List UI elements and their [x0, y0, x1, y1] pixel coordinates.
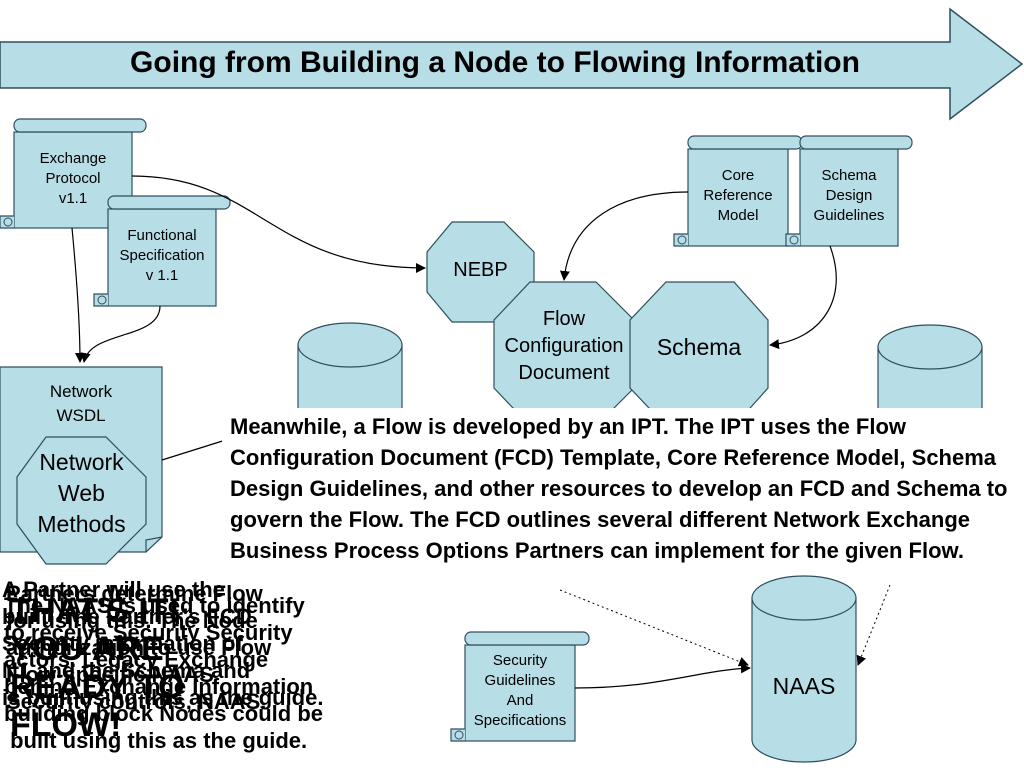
- security-guidelines-scroll: [450, 631, 590, 742]
- overlap-text-layer-2: Partners determine Flow for using this. …: [6, 581, 272, 714]
- connector-dotted-right: [856, 584, 891, 666]
- exchange-protocol-label: Exchange Protocol v1.1: [39, 150, 107, 207]
- banner-title: Going from Building a Node to Flowing In…: [130, 46, 860, 79]
- functional-spec-label: Functional Specification v 1.1: [119, 227, 205, 284]
- network-wsdl-label: Network WSDL: [49, 382, 113, 425]
- core-reference-model-scroll: [673, 135, 803, 247]
- overlap-text-layer-4: THAT'S IT! YOU ARE READY TO FLOW!: [10, 592, 185, 744]
- fcd-label: Flow Configuration Document: [504, 308, 624, 384]
- connector-spec-to-wsdl: [80, 305, 161, 363]
- schema-label: Schema: [656, 334, 742, 360]
- network-web-methods-label: Network Web Methods: [37, 449, 126, 537]
- connector-security-to-naas: [574, 663, 751, 689]
- overlap-text-layer-3: The NAAS is used to identify to receive …: [4, 593, 324, 753]
- left-cylinder: [297, 322, 403, 411]
- naas-label: NAAS: [772, 673, 836, 699]
- schema-design-guidelines-scroll: [785, 135, 913, 247]
- banner-arrow: [0, 7, 1024, 121]
- connector-dotted-left: [559, 589, 749, 667]
- schema-design-guidelines-label: Schema Design Guidelines: [813, 167, 885, 224]
- connector-wsdl-line: [161, 437, 233, 461]
- functional-spec-scroll: [93, 195, 231, 307]
- nebp-label: NEBP: [453, 259, 508, 281]
- right-cylinder: [877, 324, 983, 411]
- flow-description-text: Meanwhile, a Flow is developed by an IPT…: [222, 408, 1024, 568]
- connector-schema-guidelines-to-schema: [769, 245, 837, 350]
- connector-exchange-to-nebp: [131, 175, 426, 273]
- overlap-text-layer-1: A Partner will use the built. The Partne…: [2, 577, 324, 710]
- security-guidelines-label: Security Guidelines And Specifications: [473, 652, 567, 729]
- connector-core-model-to-fcd: [559, 191, 689, 281]
- connector-exchange-to-wsdl: [71, 227, 85, 363]
- core-reference-model-label: Core Reference Model: [703, 167, 773, 224]
- network-wsdl-page: [0, 366, 163, 565]
- naas-cylinder: [751, 575, 857, 763]
